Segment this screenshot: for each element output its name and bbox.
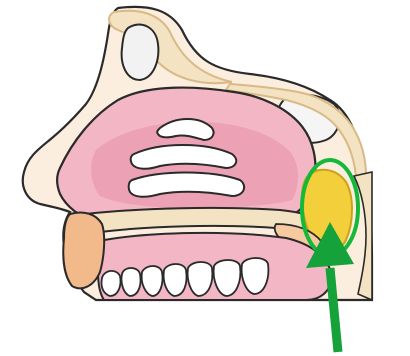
upper-lip bbox=[63, 212, 104, 288]
tooth bbox=[188, 262, 213, 296]
tooth bbox=[101, 271, 120, 296]
frontal-sinus bbox=[122, 25, 159, 80]
tooth bbox=[121, 268, 140, 296]
tooth bbox=[164, 264, 187, 296]
